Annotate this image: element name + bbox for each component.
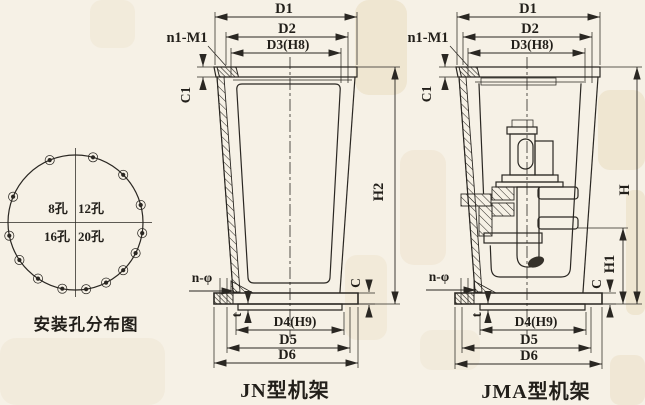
jma-nphi-label: n-φ [429, 269, 449, 284]
jma-inner-cavity-left [478, 83, 485, 194]
jn-d4-label: D4(H9) [274, 314, 317, 329]
support-column-hatch [478, 205, 493, 237]
jma-d6-label: D6 [520, 348, 538, 364]
jma-dim-extensions [439, 12, 642, 369]
jma-c1-label: C1 [419, 86, 434, 103]
jma-flange-section-hatch [454, 292, 475, 305]
jma-rim-thread-section [458, 66, 481, 78]
jn-n1m1-label: n1-M1 [166, 30, 207, 46]
jn-d6-label: D6 [278, 347, 296, 363]
jn-c1-label: C1 [178, 87, 193, 104]
jn-flange-section-hatch [213, 292, 234, 305]
jn-d3-label: D3(H8) [267, 37, 310, 52]
jma-d4-label: D4(H9) [515, 314, 558, 329]
jma-n1m1-leader [449, 45, 469, 67]
jma-h1-label: H1 [602, 255, 618, 274]
jma-top-ring [480, 77, 557, 86]
mounting-hole-diagram: 8孔 12孔 16孔 20孔 安装孔分布图 [0, 148, 152, 334]
jma-t-label: t [469, 312, 484, 317]
jn-d1-label: D1 [275, 1, 293, 17]
jma-d5-label: D5 [520, 332, 538, 348]
lower-plate [483, 232, 543, 244]
jma-frame-view: D1 D2 D3(H8) D4(H9) D5 D6 C1 C H H1 t n1… [407, 1, 642, 403]
jma-spigot-plate [479, 303, 586, 311]
pump-capsule [517, 138, 534, 170]
jma-d3-label: D3(H8) [511, 37, 554, 52]
jn-frame-view: D1 D2 D3(H8) D4(H9) D5 D6 C1 C H2 t n1-M… [166, 1, 400, 402]
wall-arm-hatch [460, 193, 492, 207]
label-20-holes: 20孔 [78, 229, 104, 244]
bearing-block-upper [491, 186, 515, 201]
jma-h-label: H [617, 184, 633, 196]
bolt-circle [7, 154, 144, 291]
jn-flange-gusset-hatch [230, 280, 254, 294]
jma-inner-cavity-right [489, 83, 582, 278]
bearing-block-lower [491, 202, 515, 217]
jn-spigot-plate [237, 303, 343, 311]
jn-d5-label: D5 [279, 332, 297, 348]
label-12-holes: 12孔 [78, 201, 104, 216]
jma-view-caption: JMA型机架 [481, 379, 590, 403]
jn-n1m1-leader [207, 45, 227, 67]
jn-d2-label: D2 [278, 21, 296, 37]
jn-inner-cavity [236, 83, 341, 284]
label-8-holes: 8孔 [48, 201, 68, 216]
bracket-arm-upper [537, 186, 579, 200]
jn-right-wall [339, 76, 356, 293]
bracket-arm-lower [537, 216, 579, 230]
hole-diagram-caption: 安装孔分布图 [34, 314, 139, 334]
jn-h2-label: H2 [371, 183, 387, 202]
jma-right-wall [582, 76, 599, 293]
jn-t-label: t [229, 312, 244, 317]
jma-d1-label: D1 [519, 1, 537, 17]
jma-n1m1-label: n1-M1 [407, 30, 448, 46]
jn-top-rim [213, 66, 358, 78]
label-16-holes: 16孔 [44, 229, 70, 244]
jn-view-caption: JN型机架 [240, 378, 329, 402]
jn-nphi-label: n-φ [192, 270, 212, 285]
jma-internal-pump-assembly [460, 119, 579, 268]
jma-top-rim [455, 66, 601, 78]
shaft-keyway [527, 256, 545, 268]
jma-d2-label: D2 [521, 21, 539, 37]
jn-c-label: C [348, 278, 363, 288]
jn-rim-thread-section [216, 66, 240, 78]
jma-c-label: C [589, 279, 604, 289]
